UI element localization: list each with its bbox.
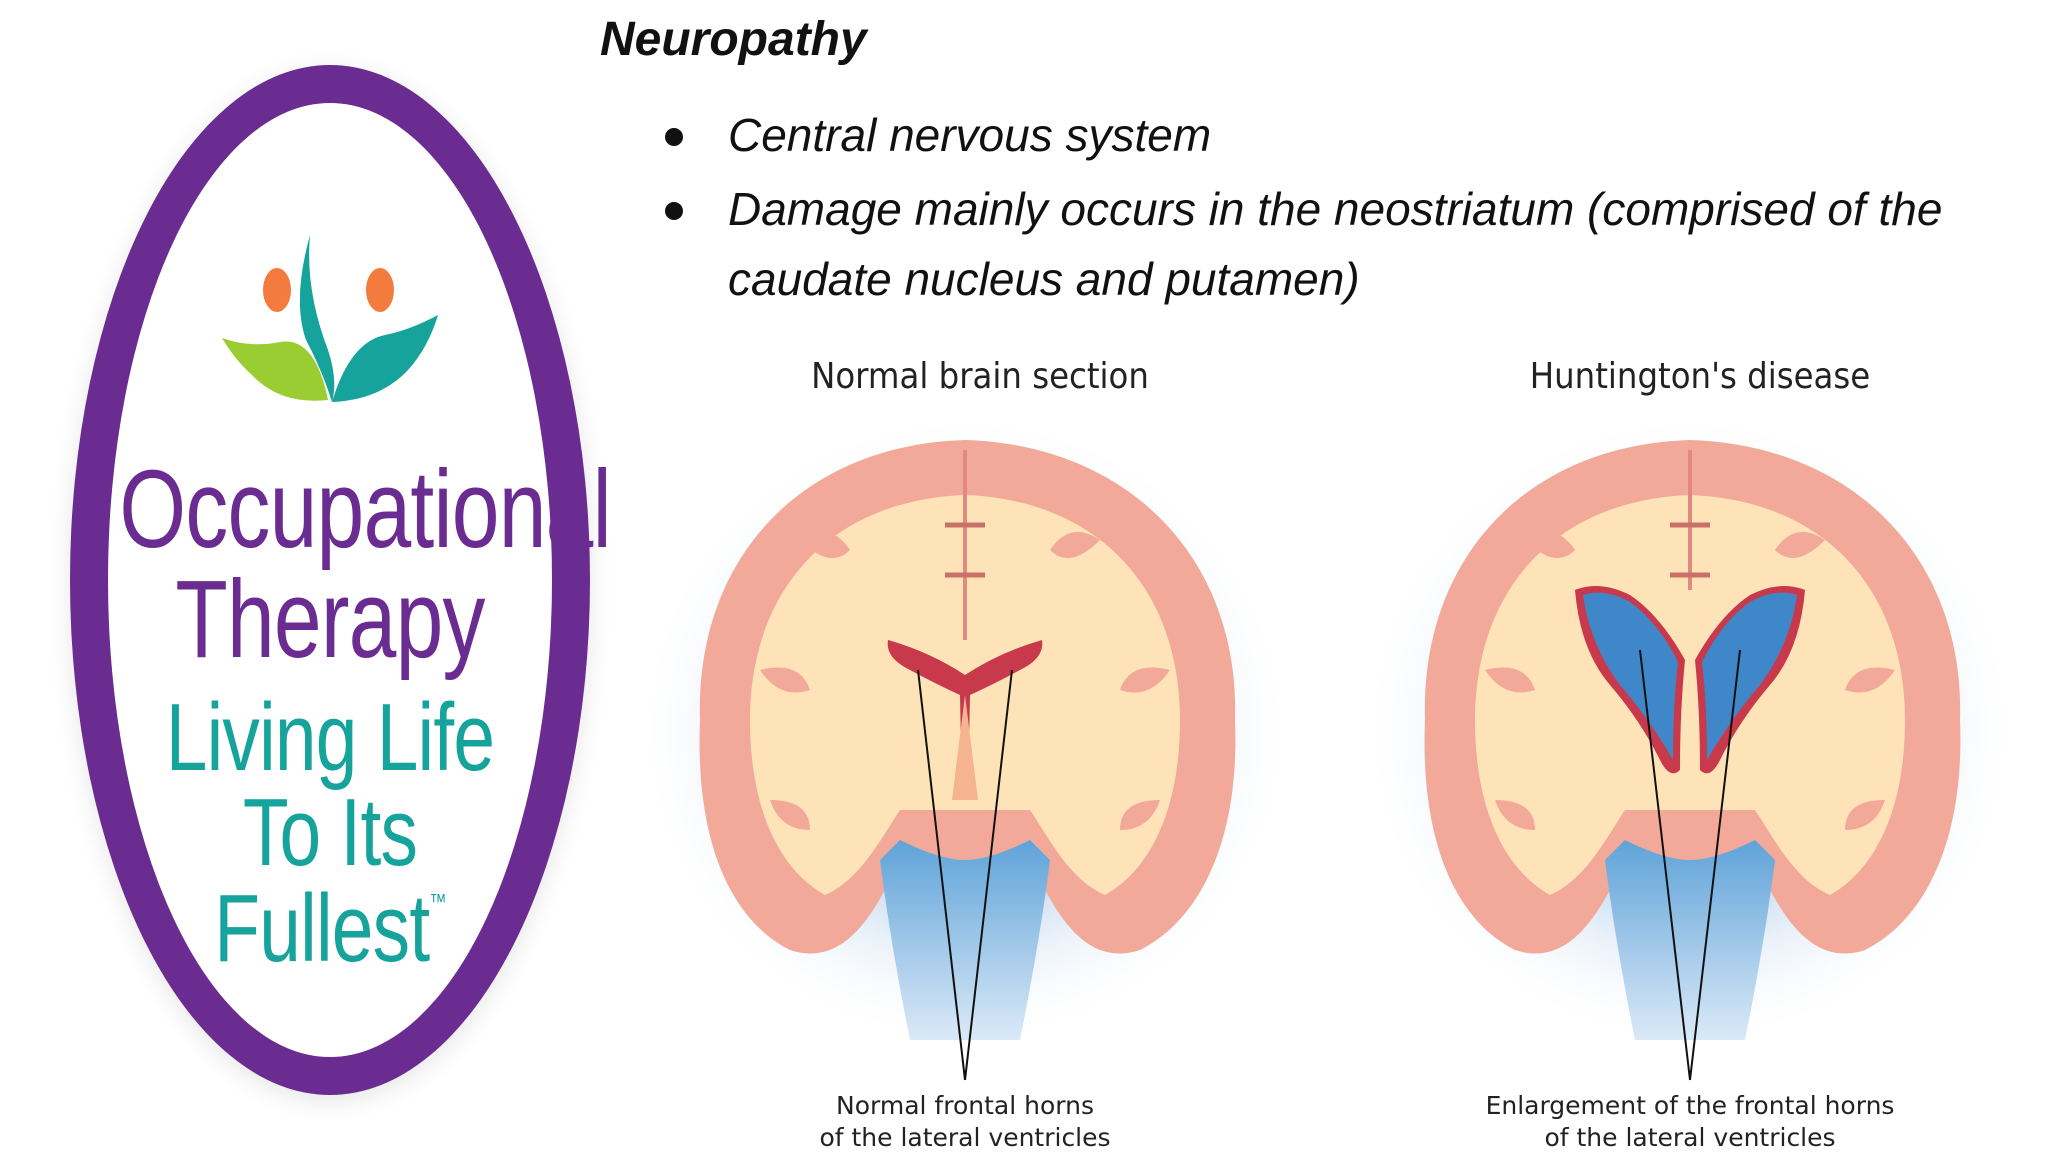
huntington-caption: Enlargement of the frontal horns of the … <box>1480 1090 1900 1152</box>
normal-caption-line1: Normal frontal horns <box>836 1091 1094 1120</box>
bullet-text: Damage mainly occurs in the neostriatum … <box>728 183 1943 305</box>
slide-title: Neuropathy <box>600 13 867 66</box>
logo-line-occupational: Occupational <box>119 448 611 571</box>
bullet-dot-icon <box>665 128 683 146</box>
logo-line-living-life: Living Life <box>165 684 495 791</box>
trademark-symbol: ™ <box>429 889 446 914</box>
bullet-dot-icon <box>665 202 683 220</box>
logo-line-therapy: Therapy <box>175 558 485 681</box>
huntington-brain-illustration <box>1360 410 2020 1081</box>
huntington-caption-line1: Enlargement of the frontal horns <box>1485 1091 1895 1120</box>
bullet-text: Central nervous system <box>728 109 1212 161</box>
teal-swoosh <box>332 315 438 402</box>
logo-line-fullest: To Its Fullest™ <box>119 785 540 977</box>
teal-stem <box>299 235 335 402</box>
normal-caption-line2: of the lateral ventricles <box>819 1123 1111 1152</box>
huntington-caption-line2: of the lateral ventricles <box>1544 1123 1836 1152</box>
normal-caption: Normal frontal horns of the lateral vent… <box>765 1090 1165 1152</box>
people-logo-icon <box>222 235 438 402</box>
brain-comparison-figure: Normal brain section Huntington's diseas… <box>600 340 2048 1152</box>
bullet-list: Central nervous system Damage mainly occ… <box>660 100 2000 318</box>
ot-logo: Occupational Therapy Living Life To Its … <box>60 60 612 1100</box>
bullet-item: Damage mainly occurs in the neostriatum … <box>660 174 2000 314</box>
brain-illustrations <box>635 410 2020 1081</box>
normal-brain-label: Normal brain section <box>811 356 1149 397</box>
logo-fullest-text: To Its Fullest <box>214 779 430 982</box>
green-swoosh <box>222 338 328 401</box>
right-figure-head <box>366 268 394 312</box>
normal-brain-illustration <box>635 410 1295 1081</box>
left-figure-head <box>263 268 291 312</box>
bullet-item: Central nervous system <box>660 100 2000 170</box>
huntington-brain-label: Huntington's disease <box>1529 356 1871 397</box>
